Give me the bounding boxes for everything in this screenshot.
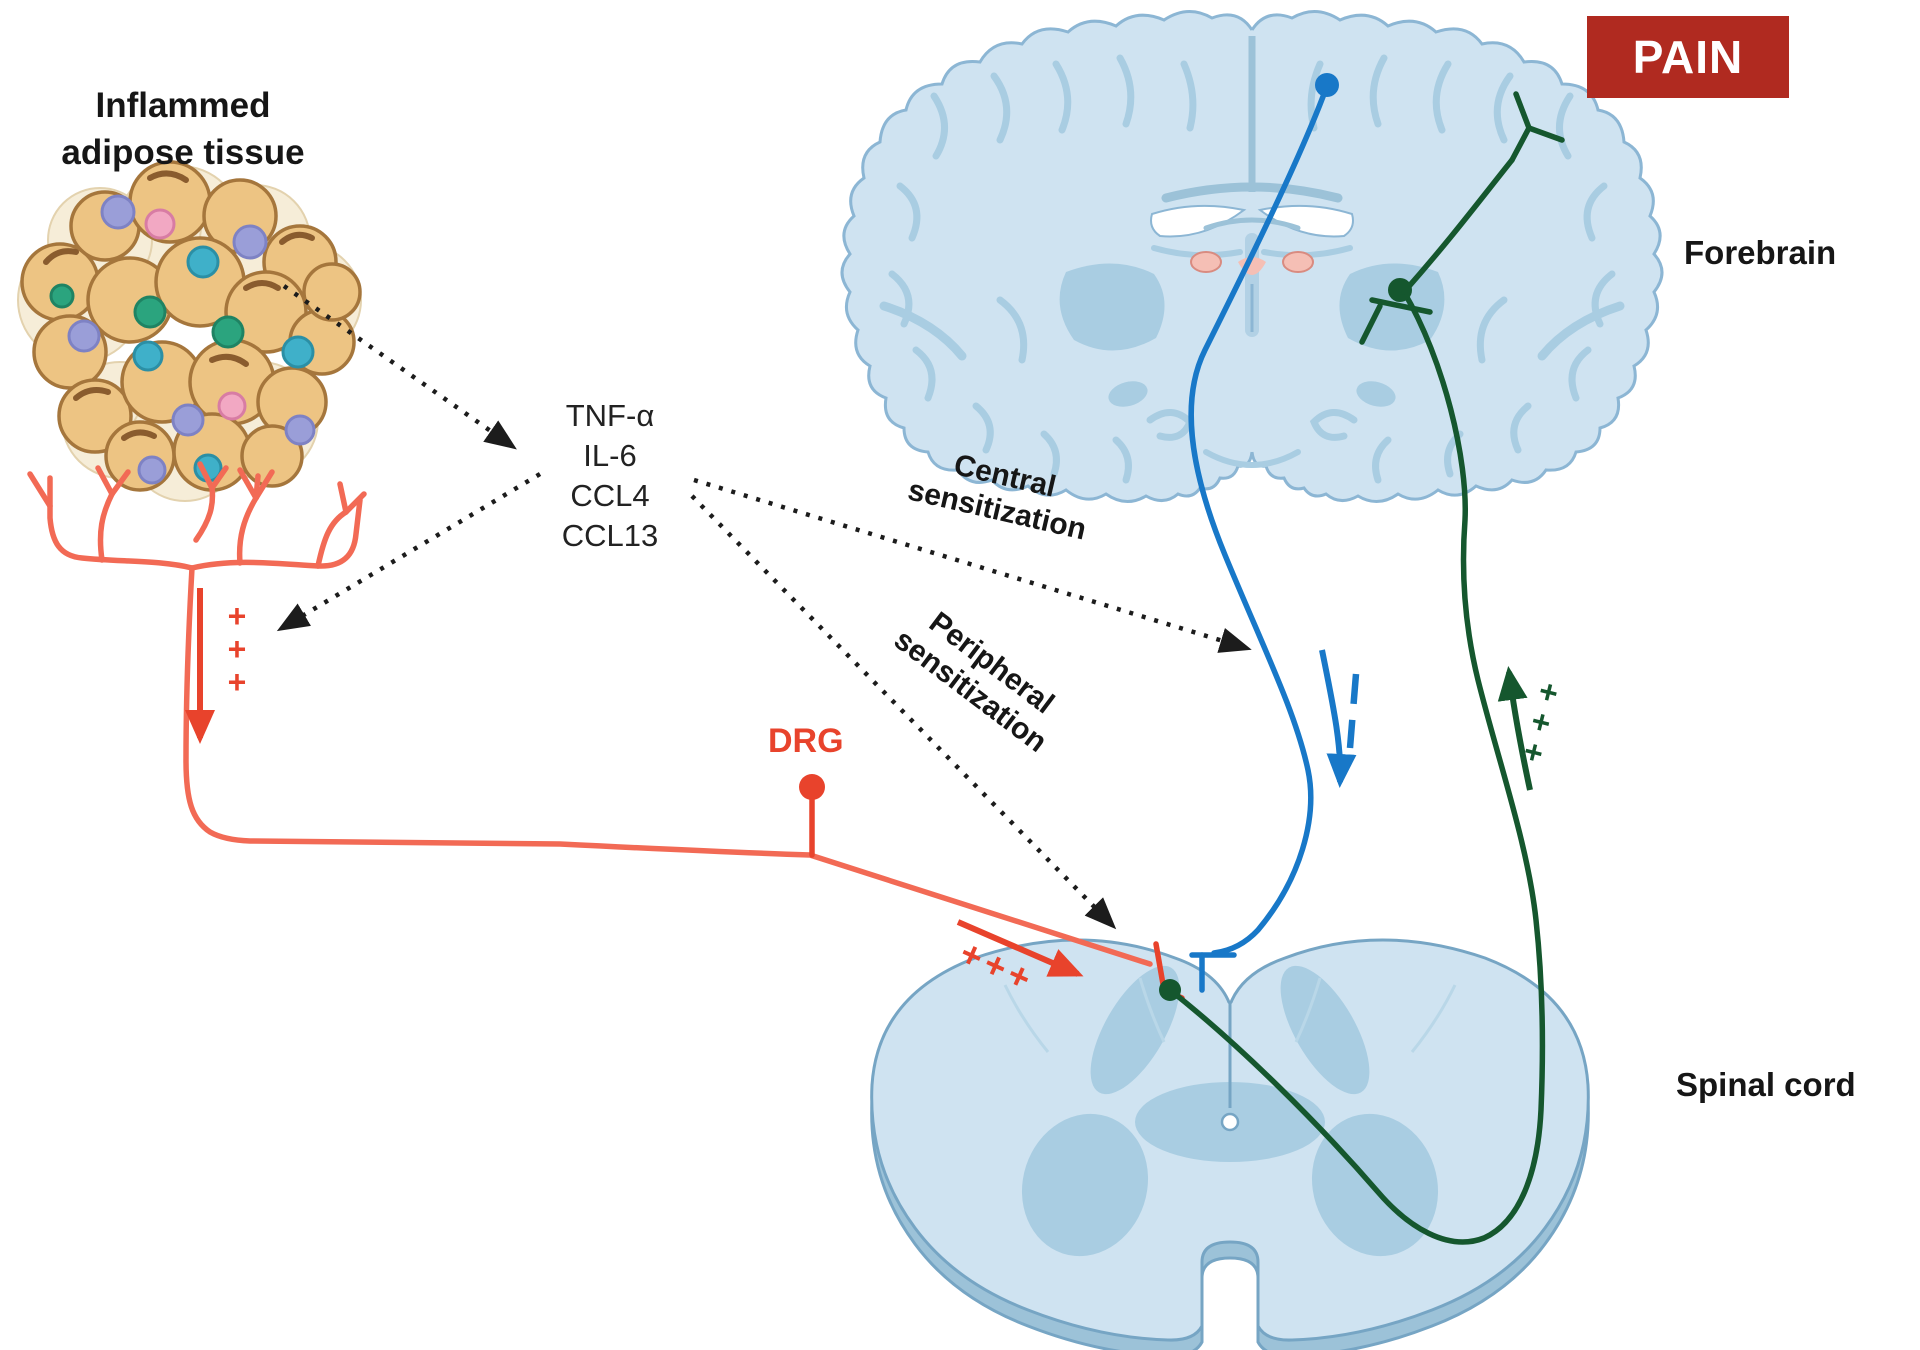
immune-cells-purple xyxy=(67,194,316,485)
spinal-cord-illustration xyxy=(870,938,1590,1350)
green-brain-soma xyxy=(1388,278,1412,302)
forebrain-illustration xyxy=(840,10,1662,503)
cytokine-tnf: TNF-α xyxy=(565,398,655,433)
drg-label: DRG xyxy=(768,722,844,760)
brain-hemisphere-outline xyxy=(840,10,1254,503)
green-cord-soma xyxy=(1159,979,1181,1001)
immune-cells-pink xyxy=(144,208,247,421)
ascending-neuron-green xyxy=(1159,91,1565,1245)
cytokine-ccl13: CCL13 xyxy=(561,518,659,553)
cytokine-il6: IL-6 xyxy=(583,438,637,473)
plus-marks-afferent-nerve: + + + xyxy=(227,598,247,700)
afferent-nerve-red xyxy=(27,461,1185,1001)
brain-subcortical-blob xyxy=(1108,381,1148,407)
immune-cells-teal xyxy=(132,245,315,483)
immune-cells-green xyxy=(49,283,245,349)
cord-central-canal xyxy=(1220,1112,1240,1132)
adipose-title-line1: Inflammed xyxy=(95,86,271,125)
nerve-trunk-axon xyxy=(183,565,1153,967)
adipose-title-line2: adipose tissue xyxy=(61,133,305,172)
dotted-arrow-cytokines-to-nerve xyxy=(276,472,542,632)
brain-basal-ganglia xyxy=(1059,263,1165,351)
descending-neuron-blue xyxy=(1188,73,1339,993)
adipose-title: Inflammed adipose tissue xyxy=(18,82,348,176)
green-brain-branch xyxy=(1401,157,1515,295)
red-arrow-axon xyxy=(956,919,1084,977)
cytokine-list: TNF-α IL-6 CCL4 CCL13 xyxy=(470,396,750,556)
brain-pink-nucleus xyxy=(1190,251,1222,273)
green-arrow-up xyxy=(1497,666,1533,791)
cord-surface-lines xyxy=(1003,977,1457,1053)
blue-axon xyxy=(1188,83,1330,956)
blue-terminal xyxy=(1189,952,1237,993)
brain-sulci xyxy=(879,54,1197,484)
dotted-arrow-peripheral-sensitization xyxy=(690,494,1117,930)
green-axon xyxy=(1167,289,1546,1245)
pain-badge: PAIN xyxy=(1587,16,1789,98)
blue-arrow-down xyxy=(1319,649,1357,788)
forebrain-label: Forebrain xyxy=(1684,234,1837,271)
dotted-arrow-central-sensitization xyxy=(693,477,1252,653)
adipocyte-crescents xyxy=(43,170,315,441)
spinal-cord-label: Spinal cord xyxy=(1676,1066,1856,1103)
green-terminal-y xyxy=(1509,91,1565,163)
adipose-tissue-illustration xyxy=(17,160,362,502)
drg-soma xyxy=(799,774,825,800)
drg-neuron xyxy=(799,774,825,858)
cytokine-ccl4: CCL4 xyxy=(570,478,650,513)
pain-badge-text: PAIN xyxy=(1632,31,1744,83)
cytokine-arrows-dotted xyxy=(276,284,1252,930)
blue-dashes xyxy=(1346,673,1360,749)
signal-arrows xyxy=(185,588,1533,977)
